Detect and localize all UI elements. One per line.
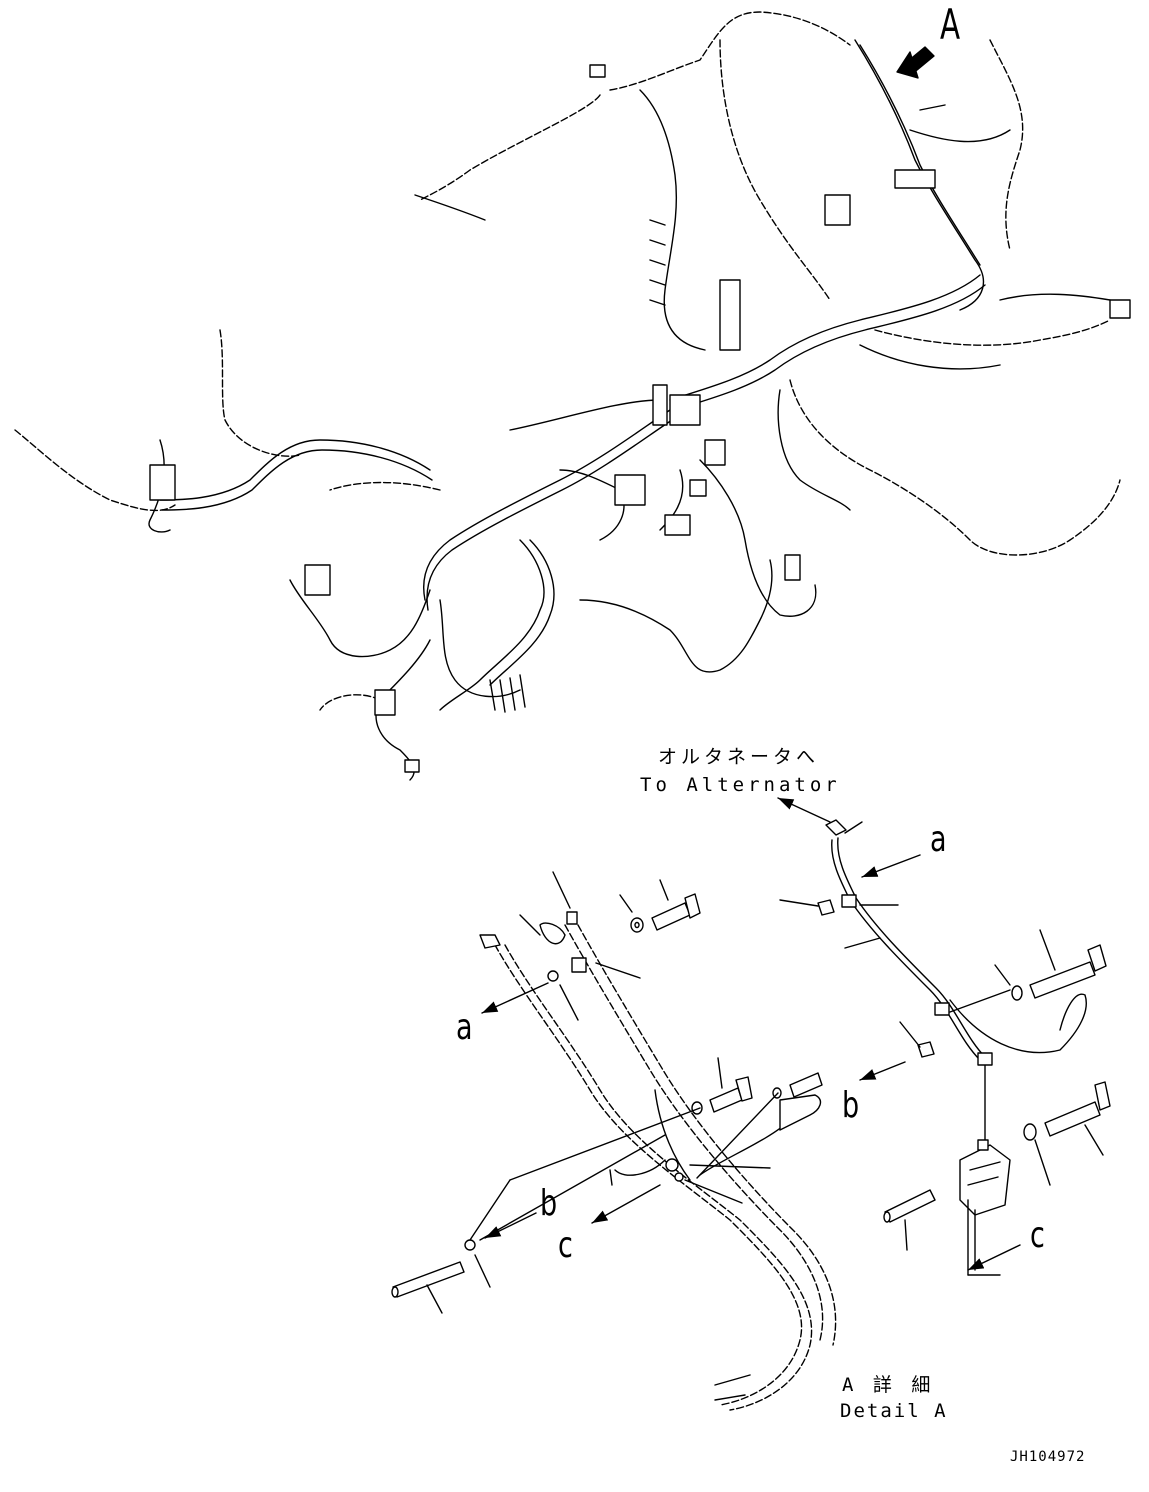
detail-a-right-lead	[777, 797, 1111, 1276]
callout-b-right: b	[842, 1085, 860, 1126]
view-a-label: A	[940, 0, 961, 49]
alternator-label-en: To Alternator	[640, 774, 841, 796]
callout-a-right: a	[930, 819, 947, 860]
detail-a-left-harness	[391, 871, 837, 1411]
callout-a-left: a	[456, 1007, 473, 1048]
callout-c-left: c	[558, 1225, 573, 1266]
detail-label-en: Detail A	[840, 1400, 948, 1422]
main-harness-overview	[14, 11, 1121, 781]
detail-label-jp: A 詳 細	[842, 1374, 935, 1396]
callout-c-right: c	[1030, 1215, 1045, 1256]
overview-connectors	[149, 64, 1131, 773]
alternator-label-jp: オルタネータへ	[658, 746, 820, 768]
callout-b-left: b	[540, 1183, 558, 1224]
drawing-code: JH104972	[1010, 1449, 1086, 1465]
view-a-arrow	[896, 46, 935, 79]
